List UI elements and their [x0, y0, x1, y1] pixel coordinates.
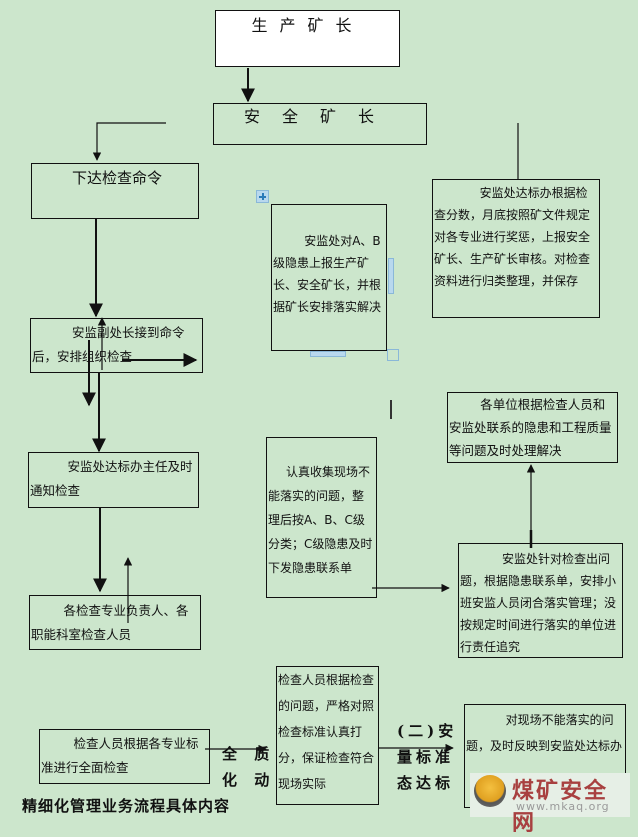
label-safety-standard: (二)安 量标准 态达标: [397, 718, 457, 796]
node-label: 安全矿长: [243, 107, 396, 126]
node-label: 安监处达标办根据检查分数，月底按照矿文件规定对各专业进行奖惩，上报安全矿长、生产…: [434, 186, 591, 288]
node-scoring: 检查人员根据检查的问题，严格对照检查标准认真打分，保证检查符合现场实际: [276, 666, 379, 805]
node-label: 各单位根据检查人员和安监处联系的隐患和工程质量等问题及时处理解决: [449, 397, 612, 458]
diagram-caption: 精细化管理业务流程具体内容: [22, 797, 231, 815]
label-full-quality: 全 质 化 动: [222, 741, 275, 793]
node-label: 安监副处长接到命令后，安排组织检查: [32, 325, 185, 364]
node-deputy-chief: 安监副处长接到命令后，安排组织检查: [30, 318, 203, 373]
node-production-director: 生产矿长: [215, 10, 400, 67]
node-label: 检查人员根据检查的问题，严格对照检查标准认真打分，保证检查符合现场实际: [278, 673, 375, 791]
node-units-resolve: 各单位根据检查人员和安监处联系的隐患和工程质量等问题及时处理解决: [447, 392, 618, 463]
node-label: 下达检查命令: [72, 169, 163, 187]
resize-right-handle[interactable]: [388, 258, 394, 294]
mine-emblem-icon: [474, 775, 506, 807]
label-line: 态达标: [397, 774, 455, 792]
node-rewards-archive: 安监处达标办根据检查分数，月底按照矿文件规定对各专业进行奖惩，上报安全矿长、生产…: [432, 179, 600, 318]
label-line: 量标准: [397, 748, 455, 766]
label-line: (二)安: [397, 722, 458, 740]
node-label: 对现场不能落实的问题，及时反映到安监处达标办: [466, 713, 623, 753]
node-label: 安监处针对检查出问题，根据隐患联系单，安排小班安监人员闭合落实管理；没按规定时间…: [460, 552, 617, 654]
node-standard-office-director: 安监处达标办主任及时通知检查: [28, 452, 199, 508]
watermark-logo: 煤矿安全网 www.mkaq.org: [470, 773, 630, 836]
node-label: 检查人员根据各专业标准进行全面检查: [41, 736, 199, 775]
node-label: 安监处对A、B级隐患上报生产矿长、安全矿长，并根据矿长安排落实解决: [273, 234, 382, 314]
expand-handle-icon[interactable]: [256, 190, 269, 203]
watermark-url: www.mkaq.org: [516, 800, 610, 813]
node-closed-loop: 安监处针对检查出问题，根据隐患联系单，安排小班安监人员闭合落实管理；没按规定时间…: [458, 543, 623, 658]
node-label: 生产矿长: [251, 16, 364, 35]
node-safety-director: 安全矿长: [213, 103, 427, 145]
node-label: 各检查专业负责人、各职能科室检查人员: [31, 603, 189, 642]
node-ab-hazard-report: 安监处对A、B级隐患上报生产矿长、安全矿长，并根据矿长安排落实解决: [271, 204, 387, 351]
node-label: 安监处达标办主任及时通知检查: [30, 459, 193, 498]
node-issue-order: 下达检查命令: [31, 163, 199, 219]
node-comprehensive-inspection: 检查人员根据各专业标准进行全面检查: [39, 729, 210, 784]
resize-corner-handle[interactable]: [387, 349, 399, 361]
resize-bottom-handle[interactable]: [310, 351, 346, 357]
node-label: 认真收集现场不能落实的问题，整理后按A、B、C级分类；C级隐患及时下发隐患联系单: [268, 465, 373, 575]
label-line: 化 动: [222, 771, 276, 789]
arrow-safety-to-order: [92, 122, 166, 161]
node-report-unresolved: 对现场不能落实的问题，及时反映到安监处达标办: [464, 704, 626, 808]
label-line: 全 质: [222, 745, 276, 763]
node-collect-classify: 认真收集现场不能落实的问题，整理后按A、B、C级分类；C级隐患及时下发隐患联系单: [266, 437, 377, 598]
node-inspectors: 各检查专业负责人、各职能科室检查人员: [29, 595, 201, 650]
